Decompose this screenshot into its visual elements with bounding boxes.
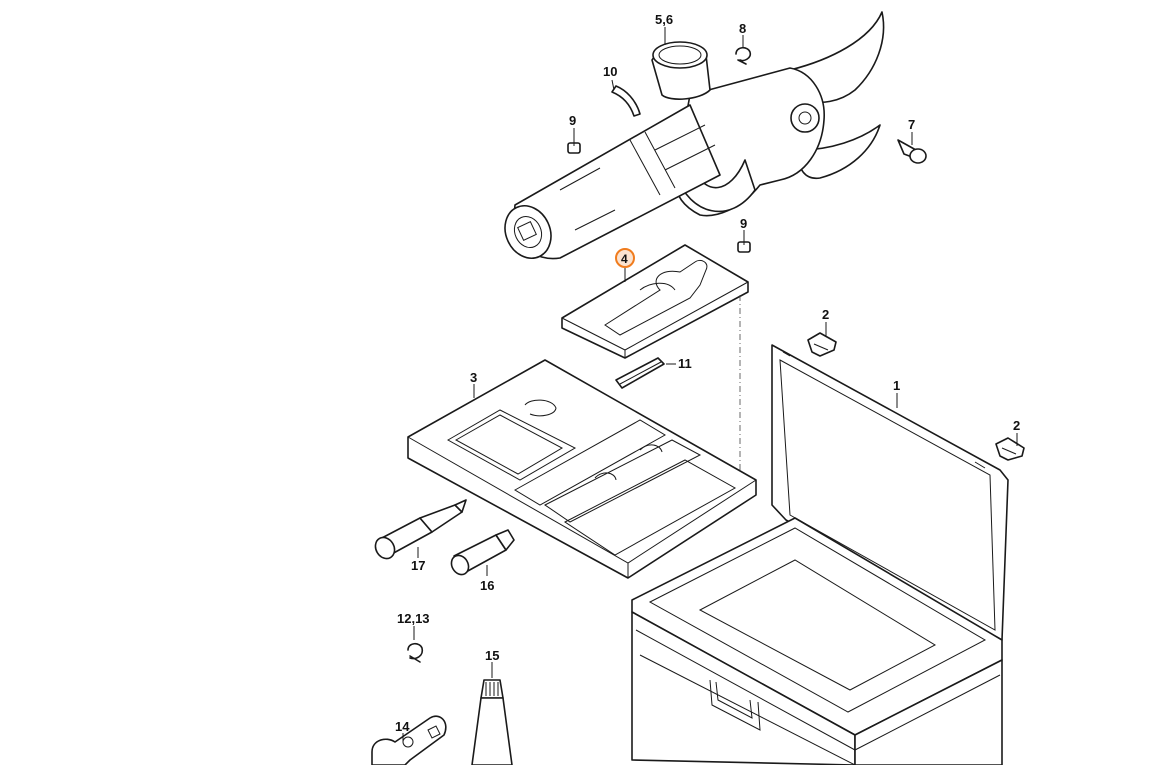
label-part-4: 4	[621, 252, 628, 266]
part-5-6-ring	[651, 41, 711, 100]
highlighted-part-4-badge[interactable]: 4	[615, 248, 635, 268]
label-part-14: 14	[395, 719, 410, 734]
part-11-pad	[615, 357, 665, 389]
part-16-sleeve	[450, 529, 515, 576]
label-part-9-lower: 9	[740, 216, 747, 231]
leader-lines	[402, 27, 1018, 742]
part-7-pin	[897, 139, 927, 164]
label-part-3: 3	[470, 370, 477, 385]
part-12-13-clip	[407, 642, 424, 663]
label-part-2-upper: 2	[822, 307, 829, 322]
label-part-9-upper: 9	[569, 113, 576, 128]
label-part-12-13: 12,13	[397, 611, 430, 626]
label-part-16: 16	[480, 578, 494, 593]
part-8-clip	[735, 46, 752, 65]
part-1-case	[631, 344, 1009, 765]
pruning-shear-drawing	[504, 11, 885, 260]
part-2-latch-upper	[807, 332, 837, 357]
part-15-tube	[471, 679, 513, 765]
part-17-tool	[374, 499, 467, 560]
label-part-11: 11	[678, 356, 692, 371]
label-part-7: 7	[908, 117, 915, 132]
part-3-tray-insert	[407, 359, 757, 579]
label-part-8: 8	[739, 21, 746, 36]
part-2-latch-right	[995, 437, 1025, 461]
part-10-band	[611, 85, 641, 117]
label-part-17: 17	[411, 558, 425, 573]
part-14-wrench	[371, 715, 447, 765]
label-part-1: 1	[893, 378, 900, 393]
label-part-10: 10	[603, 64, 617, 79]
part-4-foam-insert	[561, 244, 749, 359]
label-part-2-right: 2	[1013, 418, 1020, 433]
part-9-screw-upper	[567, 140, 581, 154]
label-part-15: 15	[485, 648, 499, 663]
label-part-5-6: 5,6	[655, 12, 673, 27]
